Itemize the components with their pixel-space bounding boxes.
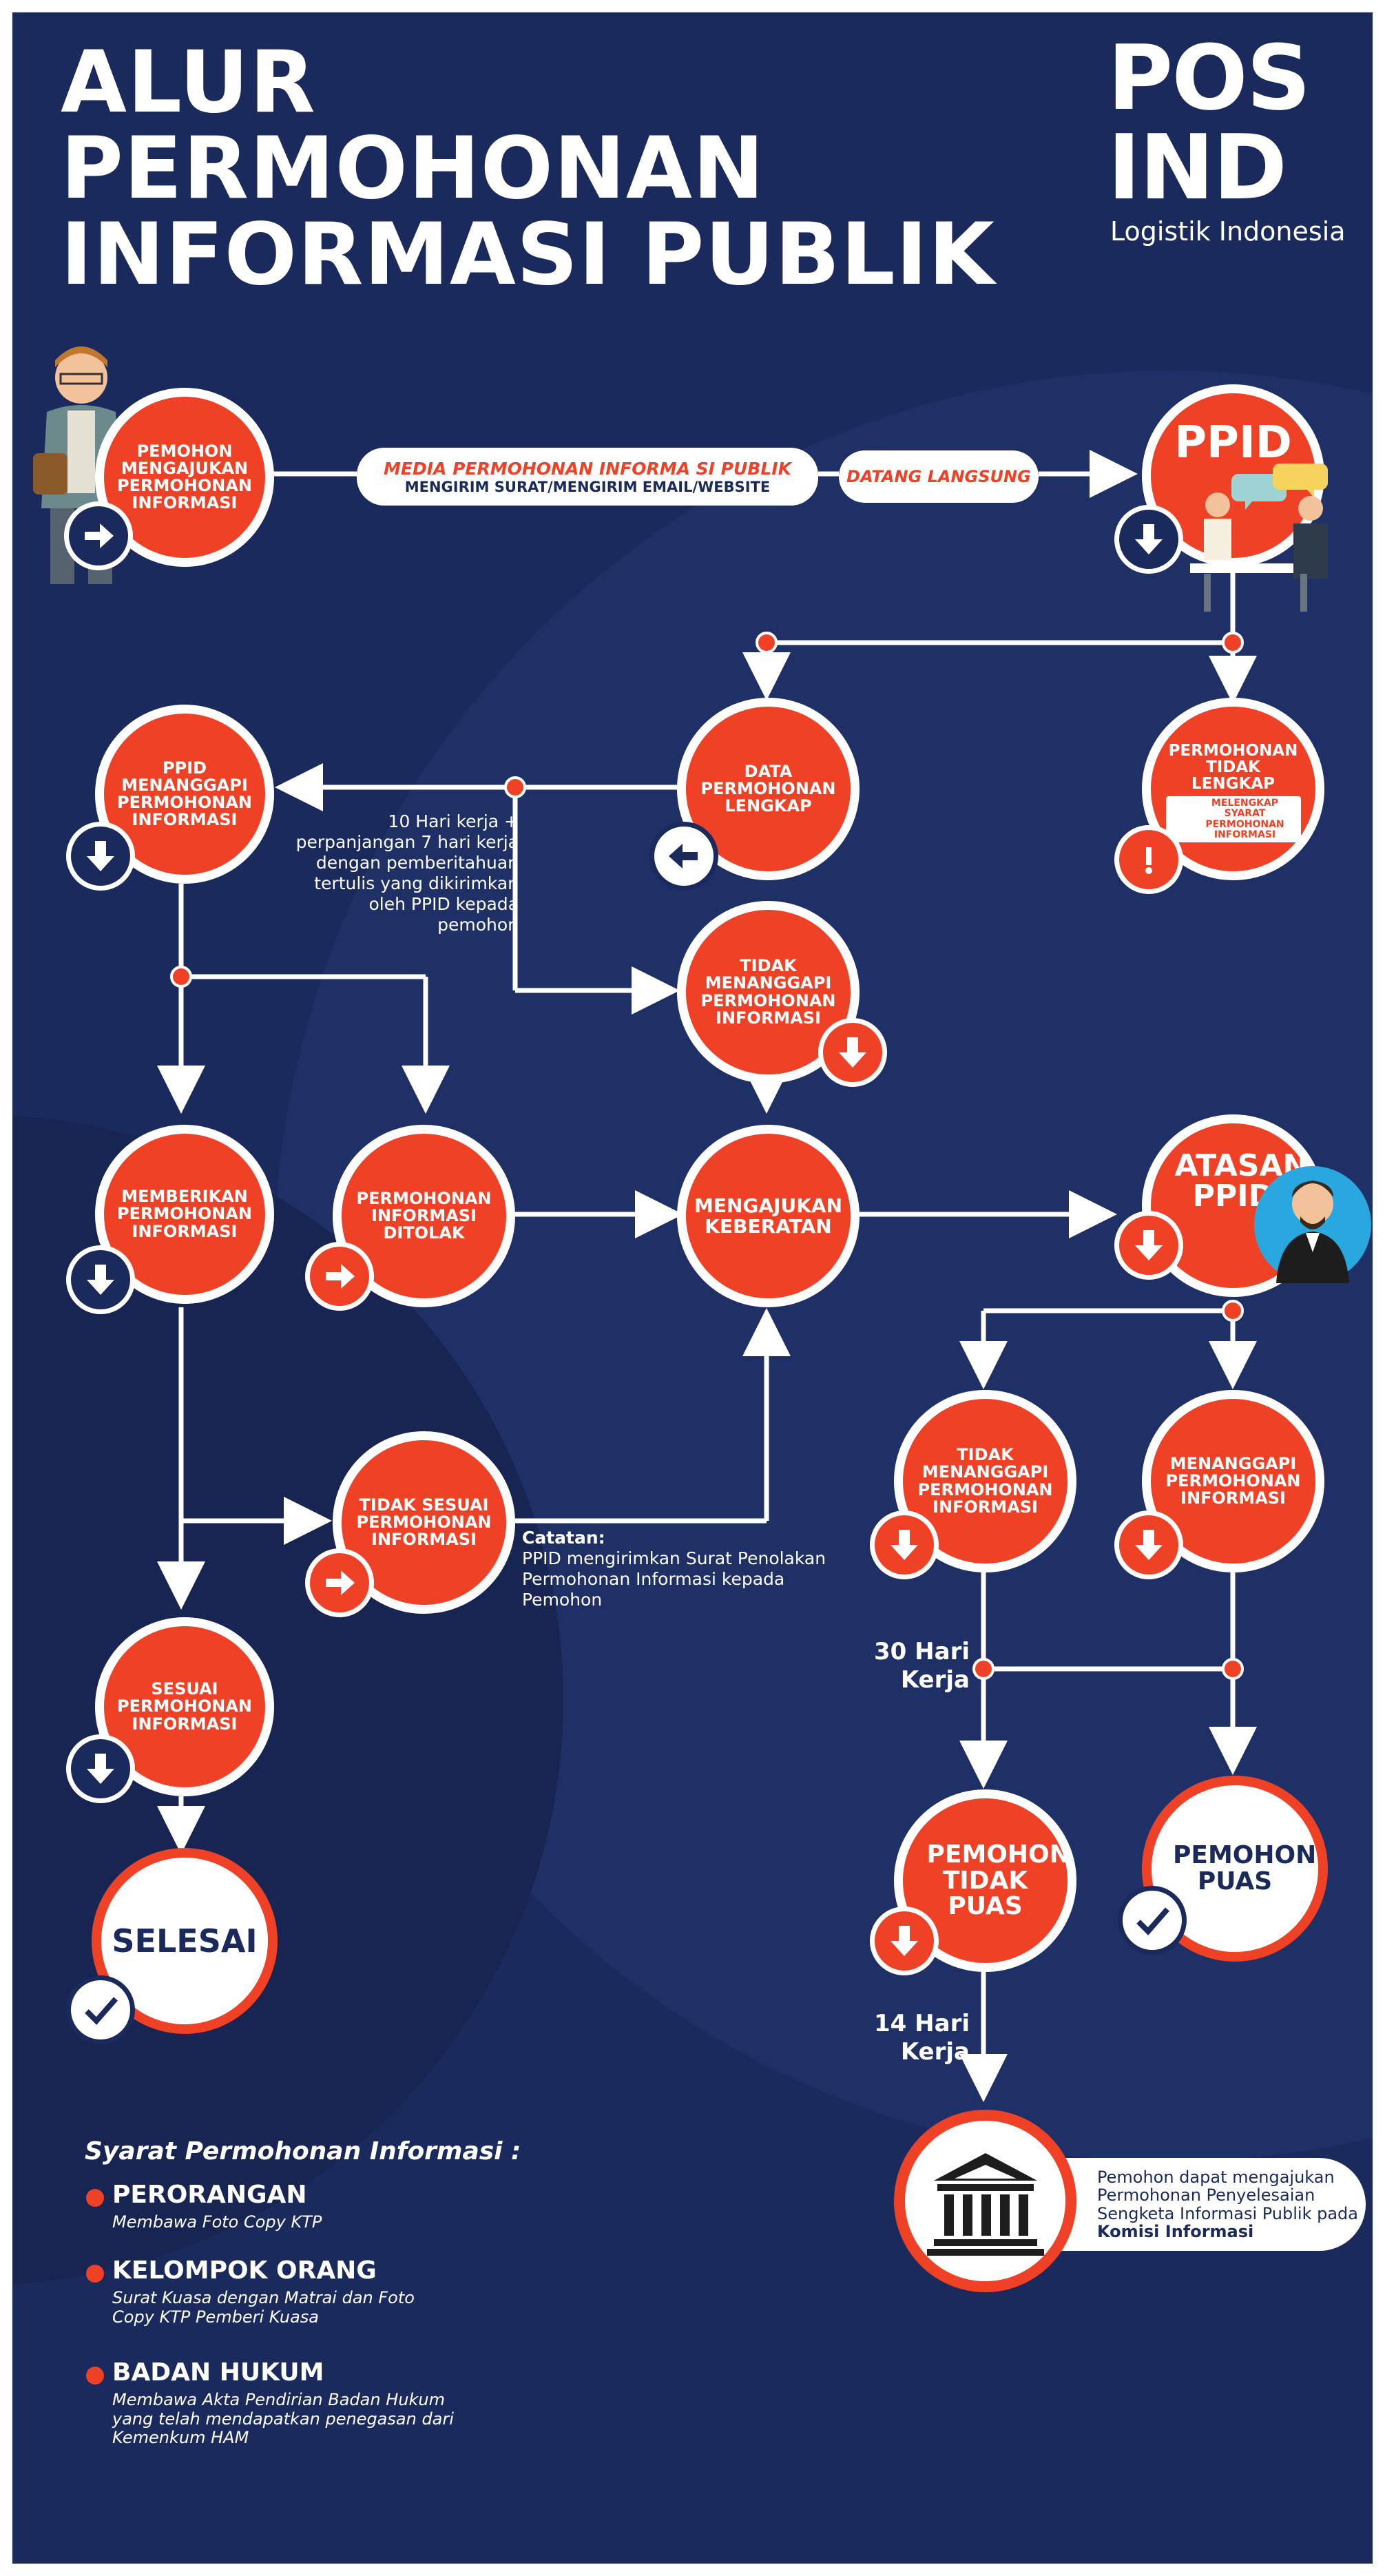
catatan-head: Catatan: [522, 1528, 605, 1548]
page-title-line-3: INFORMASI PUBLIK [61, 205, 995, 304]
days-30-label: 30 Hari Kerja [874, 1638, 970, 1694]
node-memberikan-label: MEMBERIKAN PERMOHONAN INFORMASI [117, 1187, 252, 1241]
node-keberatan-label: MENGAJUKAN KEBERATAN [694, 1194, 843, 1238]
arrow-down-icon [1114, 1211, 1183, 1280]
arrow-down-icon [1114, 1510, 1183, 1579]
checkmark-icon [66, 1975, 135, 2044]
media-permohonan-subtitle: MENGIRIM SURAT/MENGIRIM EMAIL/WEBSITE [404, 478, 771, 495]
node-tidak-lengkap-sublabel: MELENGKAP SYARAT PERMOHONAN INFORMASI [1165, 796, 1301, 843]
requirement-head: KELOMPOK ORANG [112, 2256, 377, 2285]
arrow-left-icon [649, 822, 718, 891]
arrow-down-icon [870, 1510, 939, 1579]
catatan-body: PPID mengirimkan Surat Penolakan Permoho… [522, 1548, 826, 1610]
node-tidak-sesuai-label: TIDAK SESUAI PERMOHONAN INFORMASI [356, 1495, 492, 1550]
arrow-down-icon [66, 822, 135, 891]
node-sesuai-label: SESUAI PERMOHONAN INFORMASI [117, 1679, 252, 1734]
node-ditolak-label: PERMOHONAN INFORMASI DITOLAK [356, 1188, 492, 1243]
datang-langsung-pill: DATANG LANGSUNG [839, 450, 1039, 503]
infographic-canvas: ALUR PERMOHONAN INFORMASI PUBLIK POS IND… [12, 12, 1373, 2564]
days-14-label: 14 Hari Kerja [874, 2010, 970, 2066]
supervisor-person-illustration [1254, 1166, 1371, 1283]
node-atasan-tidak-menanggapi-label: TIDAK MENANGGAPI PERMOHONAN INFORMASI [917, 1445, 1053, 1517]
page-title-line-1: ALUR [61, 33, 316, 132]
node-keberatan: MENGAJUKAN KEBERATAN [677, 1125, 860, 1307]
arrow-right-icon [305, 1548, 374, 1617]
arrow-down-icon [870, 1907, 939, 1975]
requirement-sub: Membawa Foto Copy KTP [112, 2212, 322, 2232]
checkmark-icon [1118, 1886, 1187, 1955]
node-data-lengkap-label: DATA PERMOHONAN LENGKAP [700, 761, 836, 816]
komisi-info-bold: Komisi Informasi [1097, 2221, 1254, 2241]
requirements-title: Syarat Permohonan Informasi : [85, 2137, 521, 2165]
alert-icon [1114, 825, 1183, 894]
node-ditolak: PERMOHONAN INFORMASI DITOLAK [333, 1125, 515, 1307]
node-selesai-label: SELESAI [112, 1922, 258, 1960]
logo-pos: POS [1107, 25, 1311, 130]
bullet-dot [86, 2367, 104, 2385]
node-pemohon-puas-label: PEMOHON PUAS [1173, 1841, 1317, 1895]
requirement-sub: Surat Kuasa dengan Matrai dan Foto Copy … [112, 2288, 415, 2327]
bullet-dot [86, 2189, 104, 2207]
komisi-info-text: Pemohon dapat mengajukan Permohonan Peny… [1097, 2168, 1366, 2241]
arrow-down-icon [818, 1018, 887, 1087]
arrow-right-icon [64, 501, 133, 570]
node-tidak-lengkap-label: PERMOHONAN TIDAK LENGKAP [1168, 741, 1298, 793]
node-tidak-menanggapi-label: TIDAK MENANGGAPI PERMOHONAN INFORMASI [700, 956, 836, 1028]
arrow-down-icon [66, 1245, 135, 1314]
logo-tagline: Logistik Indonesia [1110, 216, 1346, 247]
arrow-down-icon [1114, 505, 1183, 574]
datang-langsung-label: DATANG LANGSUNG [846, 467, 1031, 486]
node-pemohon-tidak-puas-label: PEMOHON TIDAK PUAS [926, 1840, 1070, 1921]
media-permohonan-pill: MEDIA PERMOHONAN INFORMA SI PUBLIK MENGI… [357, 448, 818, 506]
requirement-sub: Membawa Akta Pendirian Badan Hukum yang … [112, 2390, 454, 2448]
logo-ind: IND [1107, 115, 1287, 220]
komisi-info-pill: Pemohon dapat mengajukan Permohonan Peny… [1018, 2158, 1366, 2251]
meeting-illustration [1190, 464, 1328, 612]
requirement-head: BADAN HUKUM [112, 2358, 324, 2387]
building-icon [926, 2152, 1044, 2256]
arrow-down-icon [66, 1734, 135, 1803]
page-title-line-2: PERMOHONAN [61, 119, 765, 218]
media-permohonan-title: MEDIA PERMOHONAN INFORMA SI PUBLIK [384, 458, 791, 479]
flow-connectors [157, 450, 1257, 2102]
node-pemohon-mengajukan-label: PEMOHON MENGAJUKAN PERMOHONAN INFORMASI [117, 441, 252, 513]
bullet-dot [86, 2265, 104, 2283]
requirement-head: PERORANGAN [112, 2181, 307, 2209]
komisi-info-lead: Pemohon dapat mengajukan Permohonan Peny… [1097, 2167, 1358, 2223]
node-ppid-label: PPID [1174, 417, 1292, 468]
node-ppid-menanggapi-label: PPID MENANGGAPI PERMOHONAN INFORMASI [117, 758, 252, 830]
arrow-right-icon [305, 1242, 374, 1311]
node-komisi-informasi [894, 2110, 1076, 2292]
node-atasan-menanggapi-label: MENANGGAPI PERMOHONAN INFORMASI [1165, 1453, 1301, 1508]
timeline-note: 10 Hari kerja + perpanjangan 7 hari kerj… [295, 811, 519, 935]
